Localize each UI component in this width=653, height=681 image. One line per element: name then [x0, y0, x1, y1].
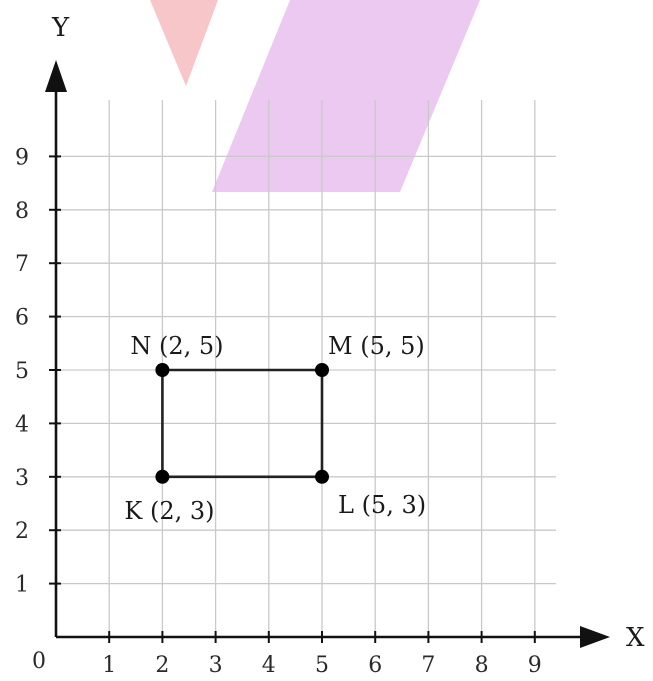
x-tick-label: 4	[262, 653, 276, 678]
y-tick-label: 9	[15, 145, 29, 170]
vertex-k-label: K (2, 3)	[124, 497, 214, 525]
axis-ticks: 1 2 3 4 5 6 7 8 9 1 2 3 4 5 6 7 8 9	[15, 145, 542, 678]
y-axis-label: Y	[51, 13, 70, 43]
x-tick-label: 6	[368, 653, 382, 678]
rectangle-klmn	[155, 363, 329, 484]
vertex-n-label: N (2, 5)	[130, 332, 223, 360]
y-tick-label: 4	[15, 412, 29, 437]
x-axis-arrow-icon	[580, 626, 610, 648]
y-tick-label: 2	[15, 519, 29, 544]
x-tick-label: 7	[421, 653, 435, 678]
y-tick-label: 1	[15, 573, 29, 598]
origin-label: 0	[32, 649, 46, 674]
y-tick-label: 5	[15, 359, 29, 384]
y-axis-arrow-icon	[45, 60, 67, 92]
vertex-m-label: M (5, 5)	[328, 332, 425, 360]
vertex-n-dot	[155, 363, 170, 377]
vertex-l-label: L (5, 3)	[338, 491, 426, 519]
vertex-k-dot	[155, 469, 170, 484]
decor-pink-triangle	[150, 0, 218, 86]
x-tick-label: 9	[528, 653, 542, 678]
y-tick-label: 6	[15, 306, 29, 331]
vertex-m-dot	[315, 363, 329, 377]
x-tick-label: 8	[475, 653, 489, 678]
x-axis-label: X	[626, 623, 645, 653]
decor-violet-parallelogram	[212, 0, 480, 192]
x-tick-label: 2	[155, 653, 169, 678]
vertex-l-dot	[315, 469, 329, 484]
y-tick-label: 7	[15, 252, 29, 277]
x-tick-label: 1	[102, 653, 116, 678]
x-tick-label: 5	[315, 653, 329, 678]
y-tick-label: 8	[15, 199, 29, 224]
vertex-labels: K (2, 3) L (5, 3) M (5, 5) N (2, 5)	[124, 332, 426, 525]
x-tick-label: 3	[209, 653, 223, 678]
y-tick-label: 3	[15, 466, 29, 491]
